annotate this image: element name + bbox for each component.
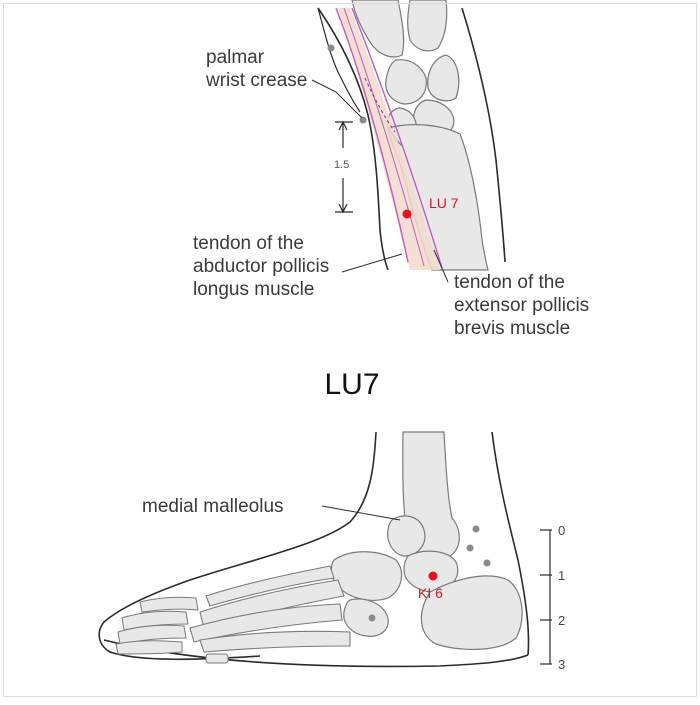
crease-leader-line: [311, 79, 363, 119]
abductor-label-line2: abductor pollicis: [193, 256, 329, 277]
marker-dot: [327, 44, 335, 52]
ankle-marker-dot: [472, 525, 480, 533]
figure-title: LU7: [324, 368, 379, 401]
measurement-value: 1.5: [334, 159, 349, 171]
scale-tick-0: 0: [558, 523, 565, 538]
tendon-line-inner: [343, 7, 425, 267]
abductor-label-line3: longus muscle: [193, 279, 314, 300]
malleolus-label: medial malleolus: [142, 496, 284, 517]
wrist-diagram: palmar wrist crease 1.5 LU 7 tendon of t…: [193, 0, 589, 339]
extensor-label-line3: brevis muscle: [454, 318, 570, 339]
ankle-marker-dot: [466, 544, 474, 552]
extensor-label-line2: extensor pollicis: [454, 295, 589, 316]
tendon-band: [338, 8, 440, 270]
scale-tick-2: 2: [558, 613, 565, 628]
calcaneus-bone: [420, 575, 523, 650]
cuneiform-bone: [343, 598, 389, 637]
lu7-label: LU 7: [429, 195, 459, 211]
thumb-pad: [317, 7, 361, 113]
vertical-scale: [540, 529, 552, 665]
ki6-label: KI 6: [418, 585, 443, 601]
scale-tick-3: 3: [558, 657, 565, 672]
ankle-marker-dot: [368, 614, 376, 622]
extensor-tendon-line: [351, 7, 443, 269]
phalanges: [115, 596, 229, 664]
abductor-tendon-line: [335, 7, 409, 263]
abductor-leader-line: [341, 253, 403, 273]
malleolus-leader-line: [321, 505, 401, 521]
extensor-label-line1: tendon of the: [454, 272, 565, 293]
lu7-point: [402, 209, 412, 219]
sole-outline: [103, 639, 529, 668]
measurement-bracket: [335, 120, 353, 214]
forearm-outline-right: [461, 7, 506, 263]
leg-outline-right: [491, 431, 530, 656]
crease-label-line2: wrist crease: [205, 70, 307, 91]
ankle-diagram: medial malleolus KI 6 0 1 2 3: [98, 431, 565, 672]
metatarsal-bones: [189, 565, 351, 653]
scale-tick-1: 1: [558, 568, 565, 583]
medial-malleolus-bone: [387, 515, 426, 557]
leg-outline-left: [98, 431, 377, 661]
ankle-marker-dot: [483, 559, 491, 567]
abductor-label-line1: tendon of the: [193, 233, 304, 254]
crease-label-line1: palmar: [206, 47, 265, 68]
crease-marker-dot: [359, 116, 367, 124]
extensor-leader-line: [433, 249, 449, 283]
navicular-bone: [330, 551, 403, 601]
forearm-outline: [317, 7, 389, 271]
image-border: [3, 3, 697, 697]
ki6-point: [428, 571, 438, 581]
